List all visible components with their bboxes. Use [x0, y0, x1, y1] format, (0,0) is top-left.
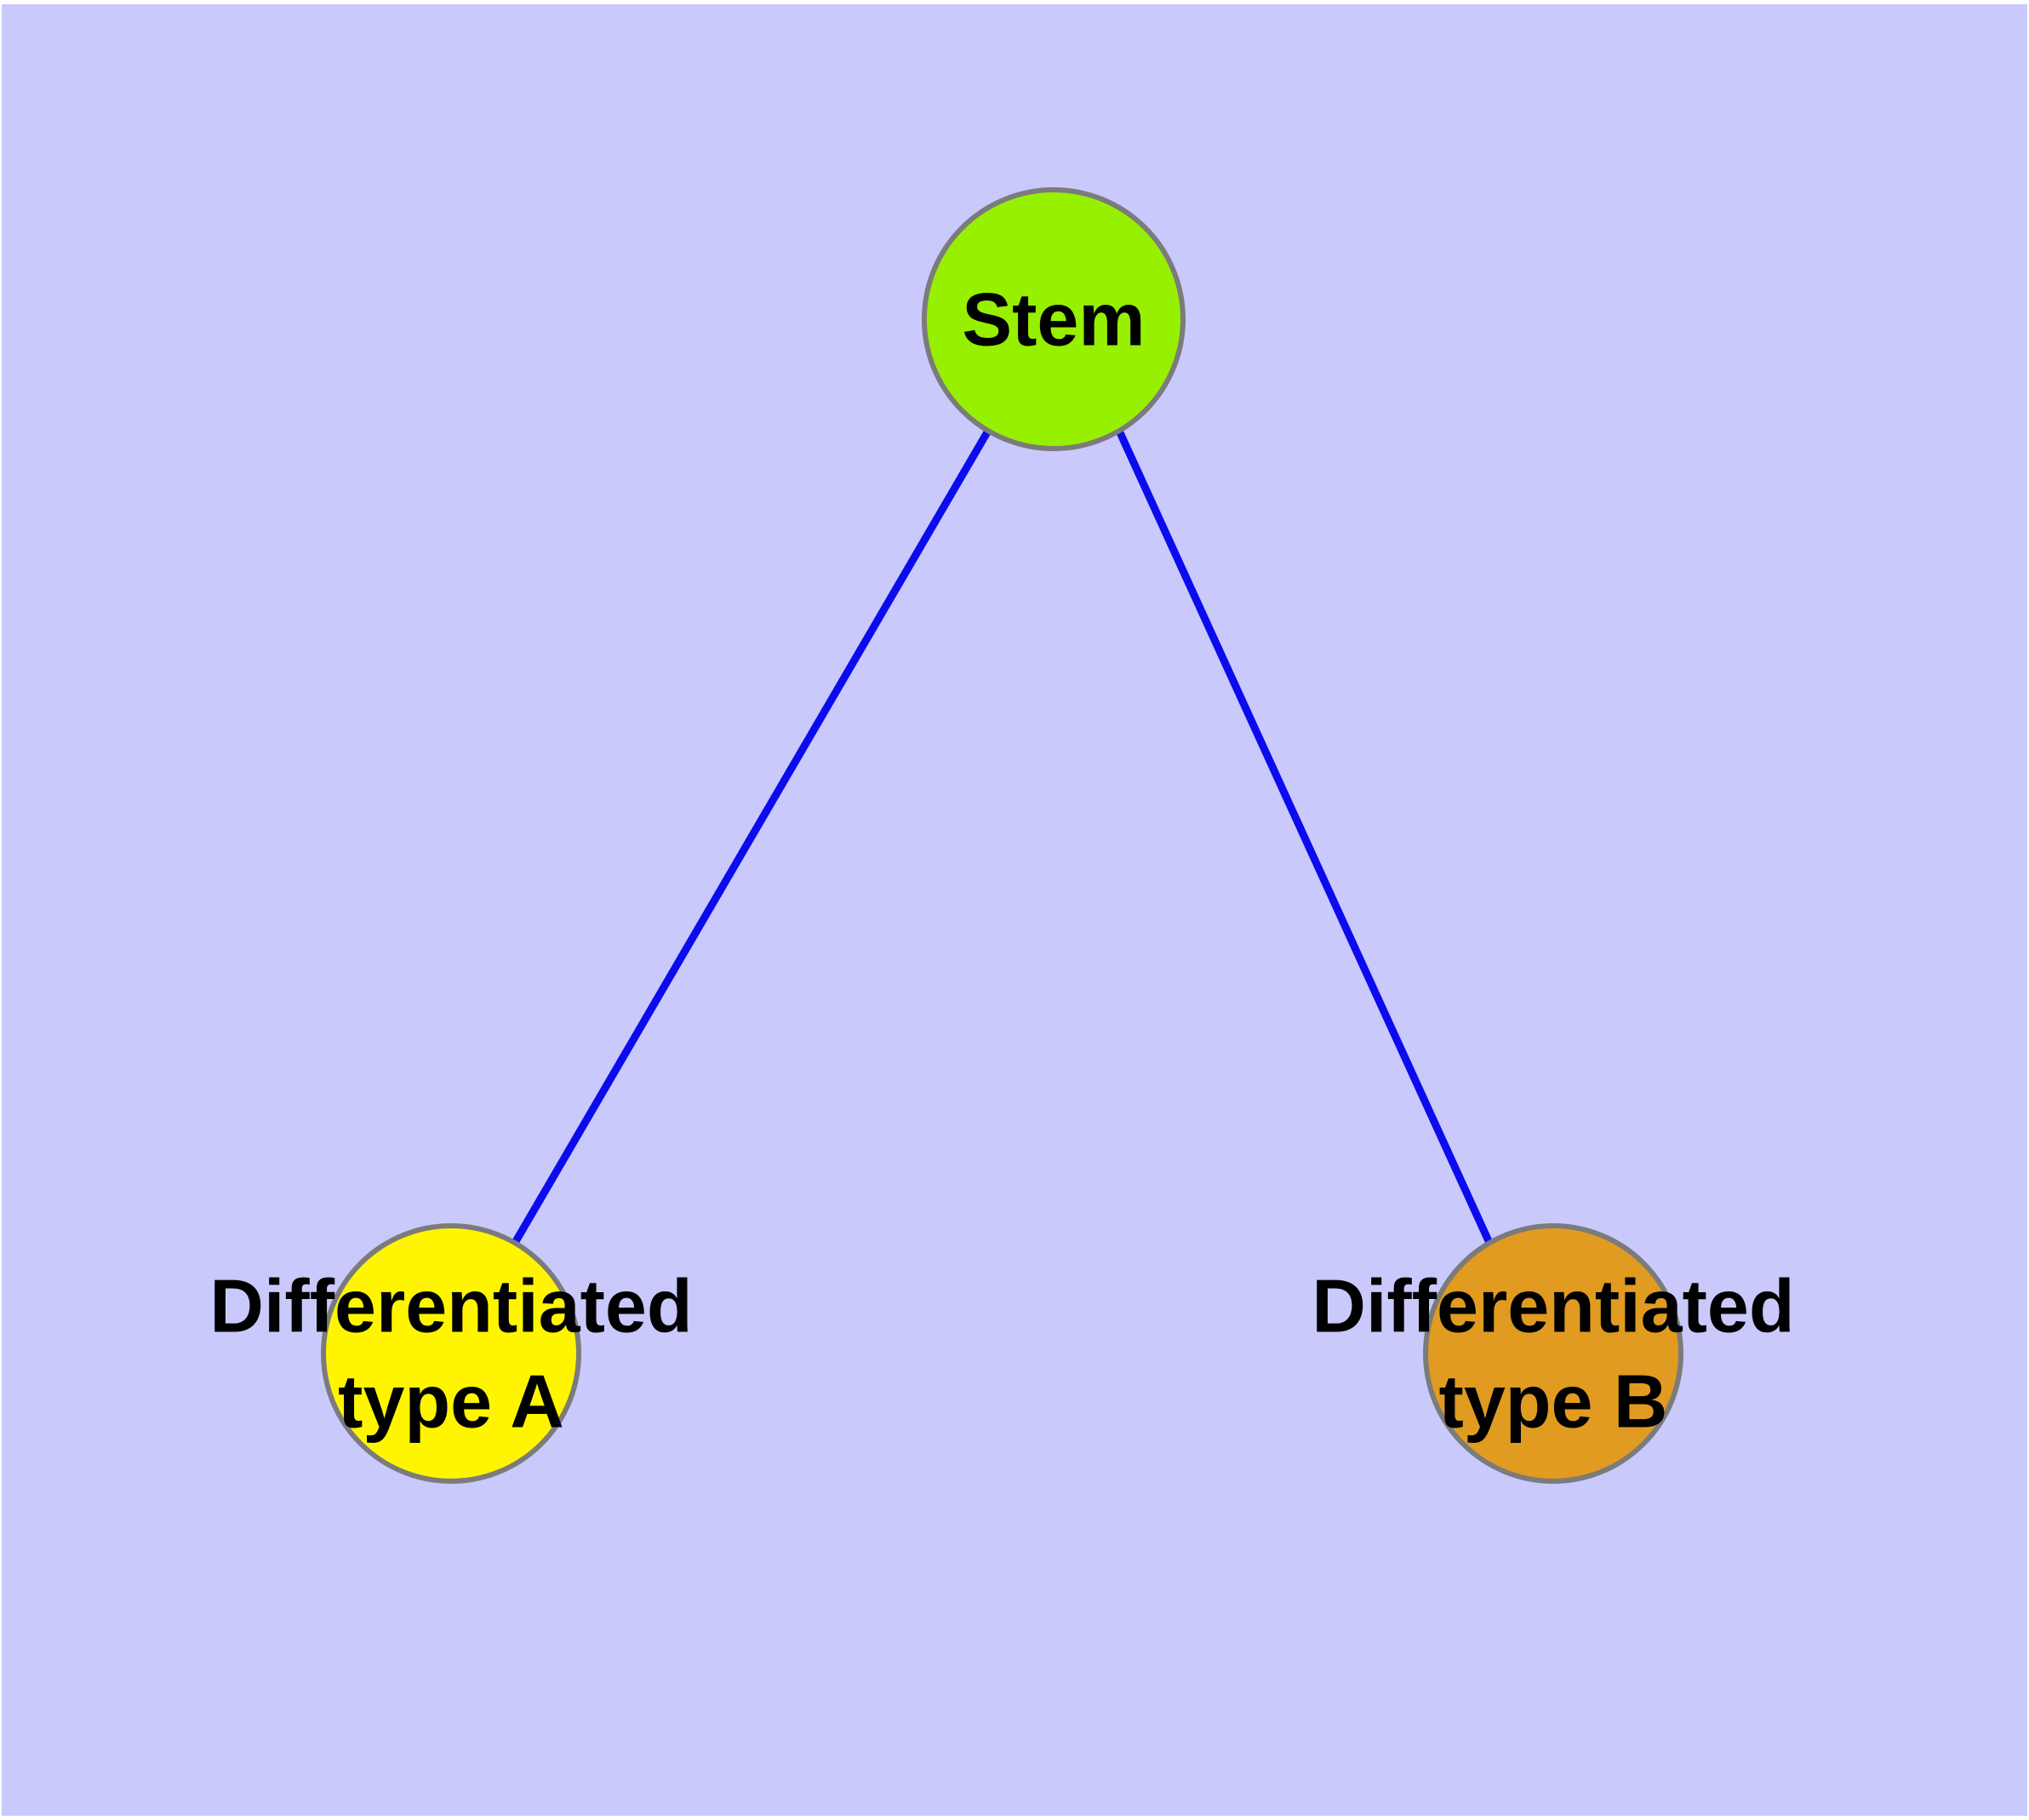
node-type-b-circle [1423, 1223, 1683, 1484]
node-stem-label: Stem [962, 278, 1145, 362]
edge-stem-to-type-b [1115, 429, 1494, 1245]
node-type-a-label-line1: Differentiated [209, 1264, 692, 1348]
node-stem: Stem [922, 187, 1186, 451]
edge-group [512, 428, 1494, 1245]
node-stem-circle [922, 187, 1186, 451]
node-differentiated-type-b: Differentiated type B [1312, 1223, 1795, 1484]
edge-stem-to-type-a [512, 428, 992, 1245]
node-differentiated-type-a: Differentiated type A [209, 1223, 693, 1484]
node-type-b-label-line2: type B [1439, 1359, 1668, 1444]
node-type-a-circle [321, 1223, 581, 1484]
node-type-a-label-line2: type A [338, 1359, 564, 1444]
node-type-b-label-line1: Differentiated [1312, 1264, 1794, 1348]
